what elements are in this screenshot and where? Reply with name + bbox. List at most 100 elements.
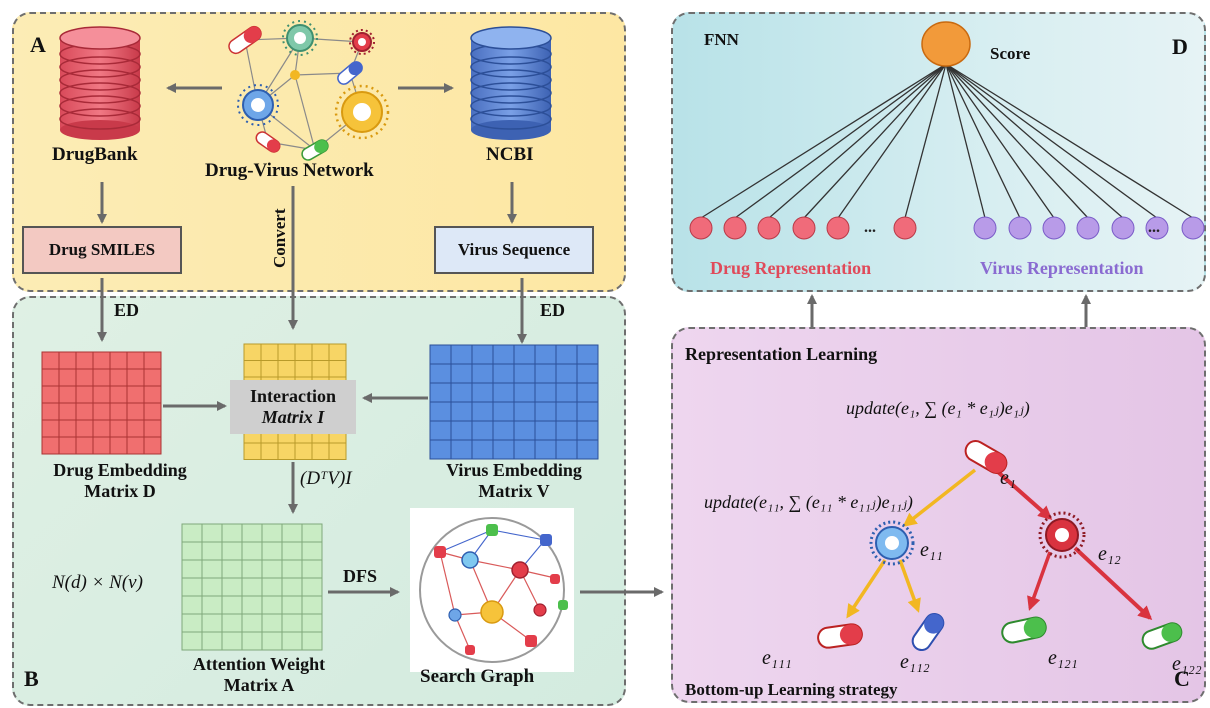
e112-pill-icon bbox=[911, 612, 945, 652]
matrix-cell bbox=[576, 382, 599, 403]
matrix-cell bbox=[241, 541, 263, 561]
matrix-cell bbox=[576, 363, 599, 384]
drug-embedding-line1: Drug Embedding bbox=[53, 460, 187, 480]
matrix-cell bbox=[301, 595, 323, 615]
pill-icon bbox=[301, 139, 329, 161]
matrix-cell bbox=[143, 419, 162, 438]
virus-icon bbox=[334, 84, 390, 140]
matrix-cell bbox=[281, 595, 303, 615]
virus-sequence-box: Virus Sequence bbox=[434, 226, 594, 274]
matrix-cell bbox=[58, 351, 77, 370]
matrix-cell bbox=[281, 523, 303, 543]
network-label: Drug-Virus Network bbox=[205, 160, 374, 181]
matrix-cell bbox=[126, 368, 145, 387]
panel-label-c: C bbox=[1174, 666, 1190, 691]
matrix-cell bbox=[221, 523, 243, 543]
matrix-cell bbox=[241, 523, 263, 543]
fnn-connection-line bbox=[768, 63, 947, 219]
matrix-cell bbox=[92, 351, 111, 370]
matrix-cell bbox=[109, 419, 128, 438]
matrix-cell bbox=[301, 631, 323, 651]
matrix-cell bbox=[241, 559, 263, 579]
matrix-cell bbox=[328, 360, 347, 378]
matrix-cell bbox=[281, 631, 303, 651]
matrix-cell bbox=[260, 343, 279, 361]
interaction-line2: Matrix I bbox=[261, 407, 325, 427]
fnn-input-node bbox=[893, 216, 917, 240]
pill-icon bbox=[228, 25, 262, 55]
matrix-cell bbox=[92, 402, 111, 421]
matrix-cell bbox=[429, 401, 452, 422]
matrix-cell bbox=[281, 613, 303, 633]
edge-e11-to-e111 bbox=[846, 559, 887, 619]
e122-label: e₁₂₂ bbox=[1172, 653, 1202, 675]
matrix-cell bbox=[513, 363, 536, 384]
e12-label: e₁₂ bbox=[1098, 543, 1121, 565]
matrix-cell bbox=[143, 402, 162, 421]
matrix-cell bbox=[534, 363, 557, 384]
matrix-cell bbox=[301, 541, 323, 561]
matrix-cell bbox=[126, 402, 145, 421]
matrix-cell bbox=[492, 382, 515, 403]
matrix-cell bbox=[301, 559, 323, 579]
fnn-input-node bbox=[757, 216, 781, 240]
fnn-input-node bbox=[689, 216, 713, 240]
attention-line1: Attention Weight bbox=[192, 654, 326, 674]
matrix-cell bbox=[450, 401, 473, 422]
e121-label: e₁₂₁ bbox=[1048, 647, 1078, 669]
attention-line2: Matrix A bbox=[223, 675, 295, 695]
matrix-cell bbox=[471, 363, 494, 384]
virus-ellipsis: ... bbox=[1148, 219, 1160, 236]
matrix-cell bbox=[277, 442, 296, 460]
matrix-cell bbox=[241, 595, 263, 615]
e12-virus-icon bbox=[1038, 511, 1086, 559]
matrix-cell bbox=[576, 439, 599, 460]
matrix-cell bbox=[576, 401, 599, 422]
matrix-cell bbox=[109, 436, 128, 455]
score-node bbox=[921, 21, 971, 67]
matrix-cell bbox=[181, 559, 203, 579]
representation-learning-title: Representation Learning bbox=[685, 344, 878, 364]
panel-label-b: B bbox=[24, 666, 39, 691]
fnn-input-node bbox=[792, 216, 816, 240]
matrix-cell bbox=[109, 368, 128, 387]
matrix-cell bbox=[534, 439, 557, 460]
matrix-cell bbox=[301, 577, 323, 597]
matrix-cell bbox=[221, 577, 243, 597]
matrix-cell bbox=[429, 439, 452, 460]
fnn-connection-line bbox=[945, 63, 1021, 219]
matrix-cell bbox=[201, 577, 223, 597]
drug-representation-label: Drug Representation bbox=[710, 258, 872, 278]
edge-e1-to-e12 bbox=[996, 470, 1053, 520]
drugbank-database-icon bbox=[59, 26, 141, 140]
search-graph-illustration bbox=[410, 508, 574, 672]
fnn-connection-line bbox=[945, 63, 1055, 219]
matrix-cell bbox=[41, 402, 60, 421]
edge-e12-to-e121 bbox=[1027, 551, 1052, 611]
drug-embedding-matrix bbox=[41, 351, 162, 455]
matrix-cell bbox=[75, 368, 94, 387]
fnn-input-nodes bbox=[689, 216, 1205, 240]
interaction-line1: Interaction bbox=[250, 386, 336, 406]
drug-ellipsis: ... bbox=[864, 219, 876, 236]
pill-icon bbox=[337, 61, 363, 85]
fnn-connection-line bbox=[945, 63, 1124, 219]
matrix-cell bbox=[92, 436, 111, 455]
matrix-cell bbox=[201, 523, 223, 543]
matrix-cell bbox=[126, 385, 145, 404]
matrix-cell bbox=[301, 613, 323, 633]
fnn-input-node bbox=[973, 216, 997, 240]
e112-label: e₁₁₂ bbox=[900, 651, 930, 673]
matrix-cell bbox=[58, 436, 77, 455]
matrix-cell bbox=[576, 344, 599, 365]
network-node bbox=[290, 70, 300, 80]
matrix-cell bbox=[555, 439, 578, 460]
matrix-cell bbox=[181, 595, 203, 615]
score-label: Score bbox=[990, 44, 1031, 63]
matrix-cell bbox=[450, 363, 473, 384]
matrix-cell bbox=[75, 351, 94, 370]
matrix-cell bbox=[555, 363, 578, 384]
matrix-cell bbox=[429, 420, 452, 441]
